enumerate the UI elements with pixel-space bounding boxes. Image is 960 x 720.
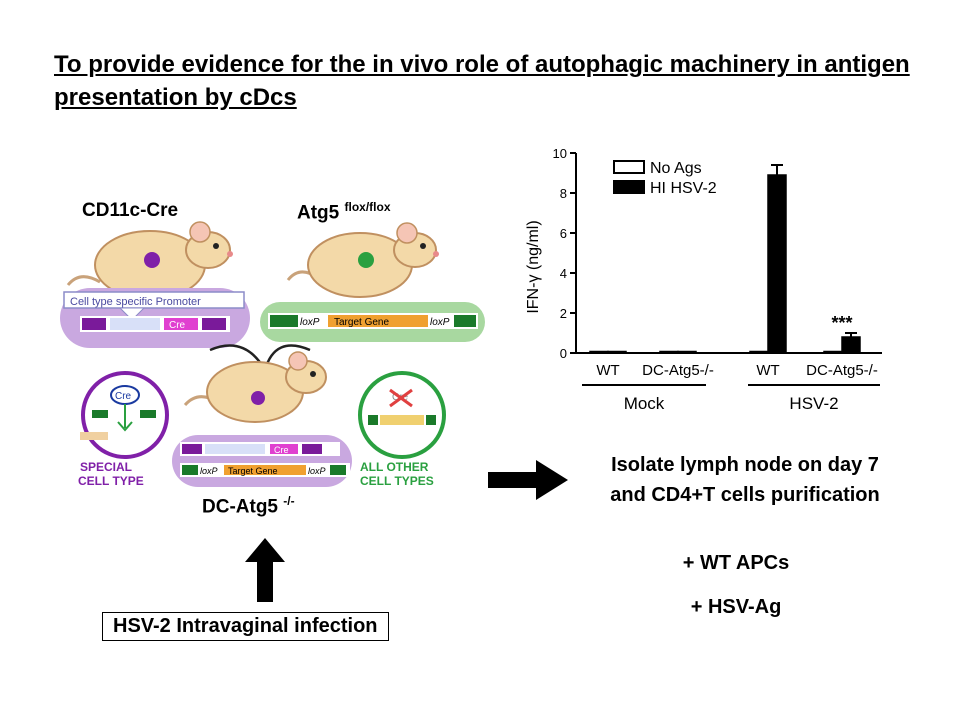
dc-atg5-construct: Cre loxP Target Gene loxP <box>172 435 352 487</box>
x-tick-label: WT <box>756 362 779 379</box>
up-arrow <box>245 538 285 602</box>
loxp-center-left: loxP <box>200 466 218 476</box>
y-tick-label: 8 <box>560 186 567 201</box>
atg5-label: Atg5 flox/flox <box>297 200 391 224</box>
loxp-left-text: loxP <box>300 317 320 328</box>
dc-atg5-label: DC-Atg5 -/- <box>202 494 295 518</box>
cre-center-text: Cre <box>274 445 289 455</box>
chart-ylabel: IFN-γ (ng/ml) <box>525 220 542 313</box>
y-tick-label: 10 <box>553 146 567 161</box>
group-label: HSV-2 <box>789 394 838 413</box>
bar-hi-hsv-2-3 <box>841 336 861 354</box>
cre-construct-text: Cre <box>169 320 186 331</box>
special-cell-line2: CELL TYPE <box>78 474 144 488</box>
x-tick-label: DC-Atg5-/- <box>806 362 878 379</box>
legend-swatch <box>613 160 645 174</box>
wt-apcs-text: + WT APCs <box>682 552 790 574</box>
cd11c-cre-construct: Cell type specific Promoter Cre <box>60 288 250 348</box>
special-cell-line1: SPECIAL <box>80 460 132 474</box>
x-tick-label: WT <box>596 362 619 379</box>
slide-title: To provide evidence for the in vivo role… <box>54 51 910 111</box>
loxp-right-text: loxP <box>430 317 450 328</box>
significance-annotation: *** <box>831 313 852 333</box>
atg5-floxed-construct: loxP Target Gene loxP <box>260 302 485 342</box>
promoter-text: Cell type specific Promoter <box>70 296 201 308</box>
y-tick-label: 4 <box>560 266 567 281</box>
right-arrow <box>488 460 568 500</box>
special-cell-type-icon: Cre SPECIAL CELL TYPE <box>78 371 169 488</box>
chart-legend: No Ags HI HSV-2 <box>613 160 717 197</box>
dc-atg5-mouse-icon <box>183 351 327 423</box>
chart-x-axis: WT DC-Atg5-/- WT DC-Atg5-/- Mock HSV-2 <box>576 352 882 413</box>
infection-box: HSV-2 Intravaginal infection <box>102 612 389 641</box>
y-tick-label: 2 <box>560 306 567 321</box>
group-label: Mock <box>624 394 665 413</box>
all-other-line2: CELL TYPES <box>360 474 434 488</box>
y-tick-label: 6 <box>560 226 567 241</box>
hsv-ag-text: + HSV-Ag <box>690 596 782 618</box>
isolation-line1: Isolate lymph node on day 7 <box>611 454 879 476</box>
all-other-cell-types-icon: Cre ALL OTHER CELL TYPES <box>358 371 446 488</box>
y-tick-label: 0 <box>560 346 567 361</box>
target-gene-center: Target Gene <box>228 466 278 476</box>
x-tick-label: DC-Atg5-/- <box>642 362 714 379</box>
legend-swatch <box>613 180 645 194</box>
cd11c-cre-mouse-icon <box>66 221 233 306</box>
all-other-line1: ALL OTHER <box>360 460 429 474</box>
cre-circle-text: Cre <box>115 391 132 402</box>
chart-y-axis: 0 2 4 6 8 10 <box>553 146 577 361</box>
loxp-center-right: loxP <box>308 466 326 476</box>
isolation-line2: and CD4+T cells purification <box>610 484 880 506</box>
atg5-flox-mouse-icon <box>286 222 439 298</box>
legend-label: No Ags <box>650 160 702 177</box>
legend-label: HI HSV-2 <box>650 180 717 197</box>
isolation-text: Isolate lymph node on day 7 and CD4+T ce… <box>570 450 920 510</box>
cd11c-cre-label: CD11c-Cre <box>82 200 179 221</box>
bar-hi-hsv-2-2 <box>767 174 787 354</box>
target-gene-text: Target Gene <box>334 317 389 328</box>
cre-lox-schematic: Cell type specific Promoter Cre loxP Tar… <box>60 221 485 488</box>
